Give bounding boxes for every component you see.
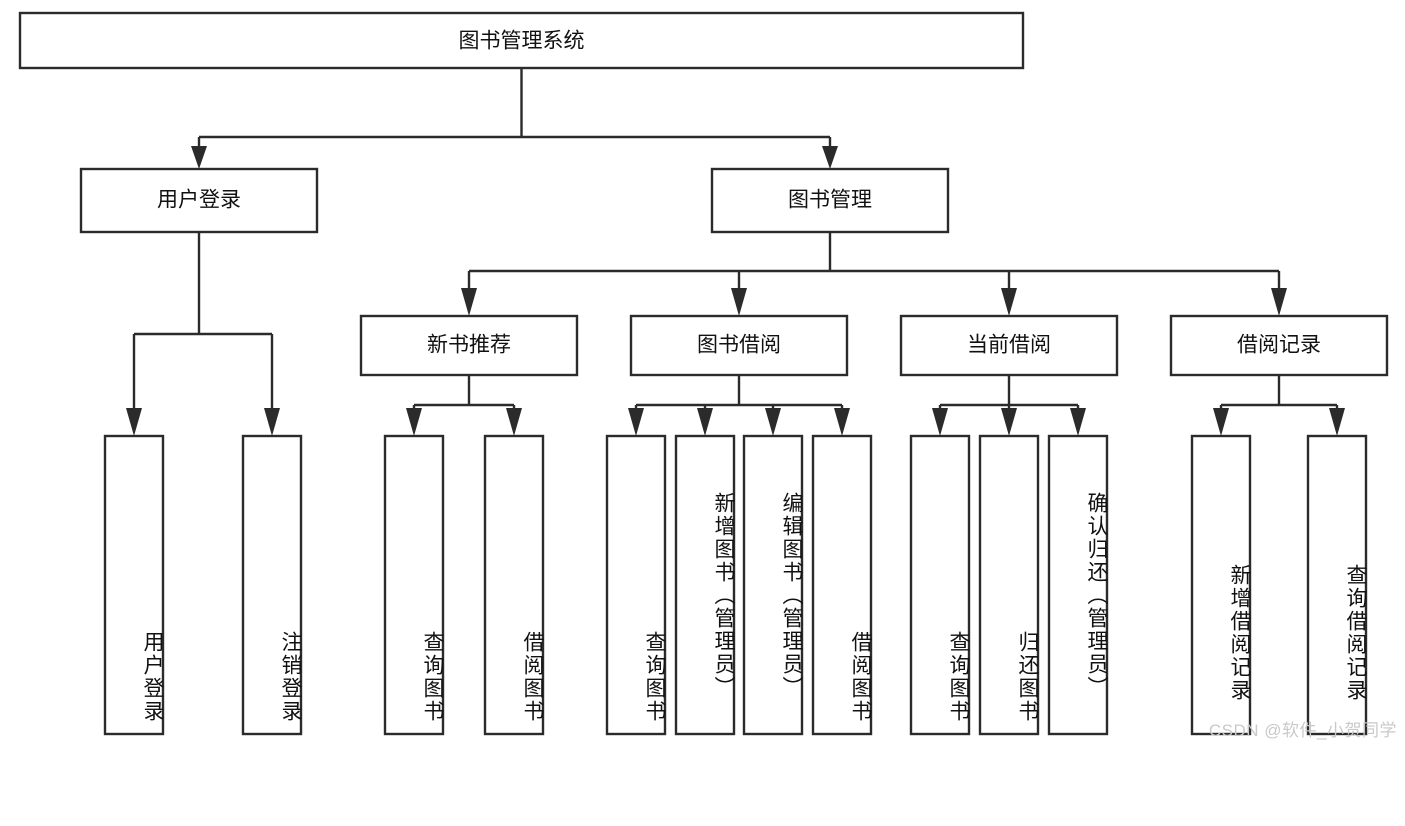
- arrow-head-leaf-query-book-3: [932, 408, 948, 436]
- node-leaf-return-book-box[interactable]: [978, 434, 1040, 736]
- arrow-head-leaf-borrow-book-1: [506, 408, 522, 436]
- node-borrow-record-box[interactable]: [1169, 314, 1389, 377]
- arrow-head-leaf-user-login: [126, 408, 142, 436]
- node-book-management[interactable]: 图书管理: [710, 167, 950, 234]
- node-new-book-recommend-box[interactable]: [359, 314, 579, 377]
- arrow-head-book-borrow: [731, 288, 747, 316]
- node-leaf-logout-box[interactable]: [241, 434, 303, 736]
- arrow-head-new-book-recommend: [461, 288, 477, 316]
- node-leaf-query-record-box[interactable]: [1306, 434, 1368, 736]
- node-new-book-recommend[interactable]: 新书推荐: [359, 314, 579, 377]
- node-title[interactable]: 图书管理系统: [18, 11, 1025, 70]
- arrow-head-leaf-return-book: [1001, 408, 1017, 436]
- node-leaf-add-book-box[interactable]: [674, 434, 736, 736]
- leaf-boxes: [103, 434, 1368, 736]
- arrow-head-leaf-edit-book: [765, 408, 781, 436]
- arrow-head-leaf-borrow-book-2: [834, 408, 850, 436]
- arrow-head-leaf-confirm-return: [1070, 408, 1086, 436]
- node-new-book-recommend-label: 新书推荐: [427, 334, 511, 357]
- node-title-box[interactable]: [18, 11, 1025, 70]
- node-user-login[interactable]: 用户登录: [79, 167, 319, 234]
- arrow-head-leaf-add-record: [1213, 408, 1229, 436]
- node-leaf-user-login-box[interactable]: [103, 434, 165, 736]
- csdn-watermark: CSDN @软件_小贺同学: [1208, 721, 1397, 740]
- node-leaf-query-book-1-box[interactable]: [383, 434, 445, 736]
- node-book-borrow-label: 图书借阅: [697, 334, 781, 357]
- node-leaf-query-book-3-box[interactable]: [909, 434, 971, 736]
- node-user-login-label: 用户登录: [157, 189, 241, 212]
- node-borrow-record-label: 借阅记录: [1237, 334, 1321, 357]
- node-leaf-borrow-book-2-box[interactable]: [811, 434, 873, 736]
- arrow-head-borrow-record: [1271, 288, 1287, 316]
- node-current-borrow-label: 当前借阅: [967, 334, 1051, 357]
- arrow-head-leaf-add-book: [697, 408, 713, 436]
- node-current-borrow[interactable]: 当前借阅: [899, 314, 1119, 377]
- node-book-management-label: 图书管理: [788, 189, 872, 212]
- arrow-head-leaf-query-record: [1329, 408, 1345, 436]
- node-leaf-add-record-box[interactable]: [1190, 434, 1252, 736]
- node-borrow-record[interactable]: 借阅记录: [1169, 314, 1389, 377]
- arrow-head-leaf-query-book-1: [406, 408, 422, 436]
- node-leaf-edit-book-box[interactable]: [742, 434, 804, 736]
- node-leaf-query-book-2-box[interactable]: [605, 434, 667, 736]
- arrow-head-book-management: [822, 146, 838, 169]
- node-leaf-confirm-return-box[interactable]: [1047, 434, 1109, 736]
- node-title-label: 图书管理系统: [459, 30, 585, 53]
- arrow-head-user-login: [191, 146, 207, 169]
- arrow-head-leaf-query-book-2: [628, 408, 644, 436]
- node-leaf-borrow-book-1-box[interactable]: [483, 434, 545, 736]
- org-chart-diagram: 图书管理系统 用户登录 图书管理 新书推荐 图书借阅 当前借阅 借阅记录: [18, 11, 1397, 740]
- node-current-borrow-box[interactable]: [899, 314, 1119, 377]
- node-book-borrow[interactable]: 图书借阅: [629, 314, 849, 377]
- arrow-head-current-borrow: [1001, 288, 1017, 316]
- node-user-login-box[interactable]: [79, 167, 319, 234]
- arrow-head-leaf-logout: [264, 408, 280, 436]
- connectors: [126, 68, 1345, 436]
- node-book-management-box[interactable]: [710, 167, 950, 234]
- node-book-borrow-box[interactable]: [629, 314, 849, 377]
- flow-chart-svg: 图书管理系统 用户登录 图书管理 新书推荐 图书借阅 当前借阅 借阅记录: [18, 11, 1389, 736]
